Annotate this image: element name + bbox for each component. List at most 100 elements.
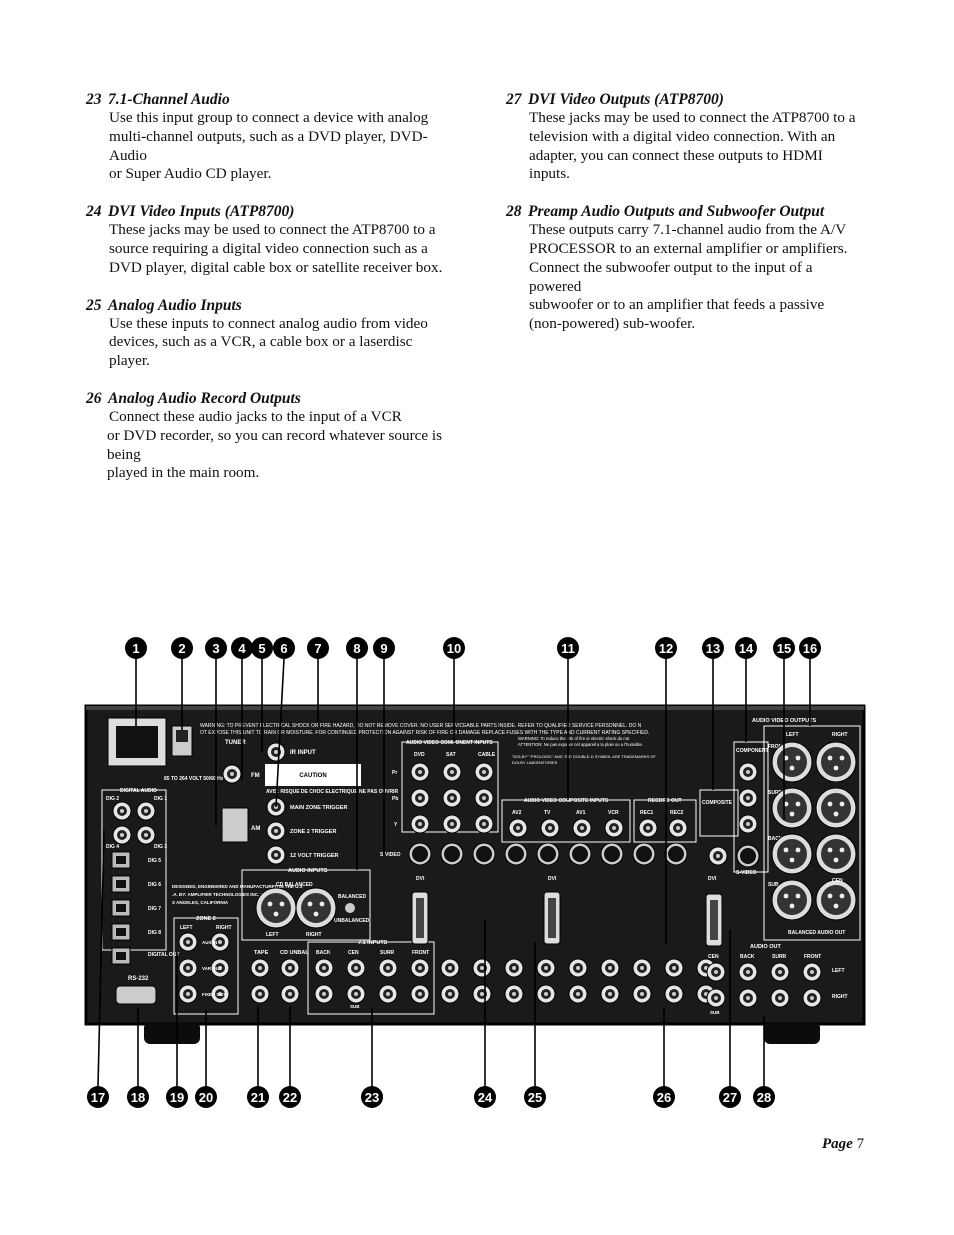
callout-number: 28 bbox=[757, 1090, 771, 1105]
rca-pin bbox=[448, 966, 452, 970]
chassis-top-edge bbox=[86, 706, 864, 710]
warning-text: OT EXPOSE THIS UNIT TO RAIN OR MOISTURE.… bbox=[200, 730, 649, 736]
callout-number: 27 bbox=[723, 1090, 737, 1105]
rca-pin bbox=[386, 966, 390, 970]
entry-line: These jacks may be used to connect the A… bbox=[529, 109, 856, 126]
zone2-title: ZONE 2 bbox=[196, 916, 216, 922]
callout-12 bbox=[655, 637, 677, 659]
balanced-switch bbox=[345, 903, 355, 913]
xlr-pin bbox=[833, 811, 839, 817]
xlr-face bbox=[777, 885, 807, 915]
callout-14 bbox=[735, 637, 757, 659]
rca-pin bbox=[144, 809, 148, 813]
rs232-label: RS-232 bbox=[128, 976, 149, 982]
rca-pin bbox=[450, 770, 454, 774]
callout-number: 3 bbox=[212, 641, 219, 656]
foot bbox=[144, 1022, 200, 1044]
callout-7 bbox=[307, 637, 329, 659]
component-inputs-title: AUDIO VIDEO COMPONENT INPUTS bbox=[406, 740, 493, 746]
rca-pin bbox=[218, 966, 222, 970]
entry-number: 26 bbox=[86, 389, 102, 407]
callout-number: 4 bbox=[238, 641, 246, 656]
dvi-in-label: DVI bbox=[416, 876, 425, 882]
rca-pin bbox=[482, 770, 486, 774]
svideo-face bbox=[508, 846, 524, 862]
zone2-aux-in-label: AUX IN bbox=[202, 940, 217, 945]
callout-number: 14 bbox=[739, 641, 754, 656]
xlr-pin bbox=[273, 911, 279, 917]
svideo-face bbox=[740, 848, 756, 864]
rca-pin bbox=[608, 992, 612, 996]
component-video-out-box bbox=[733, 741, 769, 873]
cd-balanced-label: CD BALANCED bbox=[276, 882, 313, 888]
am-label: AM bbox=[251, 826, 260, 832]
callout-number: 17 bbox=[91, 1090, 105, 1105]
xlr-pin bbox=[795, 893, 801, 899]
entry-line: Use this input group to connect a device… bbox=[109, 109, 429, 126]
rca-pin bbox=[746, 822, 750, 826]
composite-source-label: TV bbox=[544, 810, 551, 816]
entry-line: These jacks may be used to connect the A… bbox=[109, 221, 436, 239]
callout-number: 21 bbox=[251, 1090, 265, 1105]
rca-pin bbox=[450, 822, 454, 826]
rca-pin bbox=[274, 829, 278, 833]
callout-1 bbox=[125, 637, 147, 659]
rca-pin bbox=[120, 833, 124, 837]
entry-number: 23 bbox=[86, 91, 102, 108]
svideo-face bbox=[572, 846, 588, 862]
callout-21 bbox=[247, 1086, 269, 1108]
dig-label: DIG 8 bbox=[148, 930, 161, 936]
rca-pin bbox=[646, 826, 650, 830]
rca-pin bbox=[512, 992, 516, 996]
xlr-center-label: CEN bbox=[832, 878, 843, 884]
entry-number: 25 bbox=[86, 296, 102, 314]
callout-number: 20 bbox=[199, 1090, 213, 1105]
optical-port bbox=[116, 880, 126, 888]
rca-pin bbox=[288, 966, 292, 970]
callout-19 bbox=[166, 1086, 188, 1108]
rca-pin bbox=[746, 770, 750, 774]
xlr-pin bbox=[319, 901, 325, 907]
record-source-label: REC1 bbox=[640, 810, 654, 816]
callout-number: 7 bbox=[314, 641, 321, 656]
xlr-face bbox=[821, 747, 851, 777]
callout-number: 26 bbox=[657, 1090, 671, 1105]
dvi-pins bbox=[710, 900, 718, 940]
pr-label: Pr bbox=[392, 770, 397, 776]
page-value: 7 bbox=[856, 1136, 865, 1152]
rca-pin bbox=[418, 992, 422, 996]
callout-number: 9 bbox=[380, 641, 387, 656]
rca-pin bbox=[186, 966, 190, 970]
dvi-in-label: DVI bbox=[548, 876, 557, 882]
xlr-pin bbox=[833, 765, 839, 771]
ir-input-label: IR INPUT bbox=[290, 750, 316, 756]
entry-title: Preamp Audio Outputs and Subwoofer Outpu… bbox=[528, 203, 825, 221]
audio-out-left-label: LEFT bbox=[832, 968, 845, 974]
dvi-pins bbox=[548, 898, 556, 938]
audio-out-sub-label: SUB bbox=[710, 1010, 720, 1015]
xlr-right-label: RIGHT bbox=[832, 732, 848, 738]
dig-label: DIG 2 bbox=[106, 796, 119, 802]
digital-audio-box bbox=[101, 789, 167, 951]
rca-pin bbox=[218, 992, 222, 996]
entry-line: PROCESSOR to an external amplifier or am… bbox=[529, 239, 848, 257]
entry-line: or Super Audio CD player. bbox=[109, 165, 272, 183]
zone2-trigger-label: ZONE 2 TRIGGER bbox=[290, 829, 336, 835]
audio-out-right-label: RIGHT bbox=[832, 994, 848, 1000]
xlr-face bbox=[777, 793, 807, 823]
rca-pin bbox=[386, 992, 390, 996]
composite-source-label: AV2 bbox=[512, 810, 522, 816]
xlr-channel-label: SUB bbox=[768, 882, 779, 888]
svideo-face bbox=[476, 846, 492, 862]
seven-one-sub-label: SUB bbox=[350, 1004, 360, 1009]
rca-pin bbox=[450, 796, 454, 800]
balanced-outputs-box bbox=[763, 725, 861, 941]
composite-inputs-box bbox=[501, 799, 631, 843]
tuner-label: TUNER bbox=[225, 740, 246, 746]
rs232-port bbox=[115, 985, 157, 1005]
callout-8 bbox=[346, 637, 368, 659]
